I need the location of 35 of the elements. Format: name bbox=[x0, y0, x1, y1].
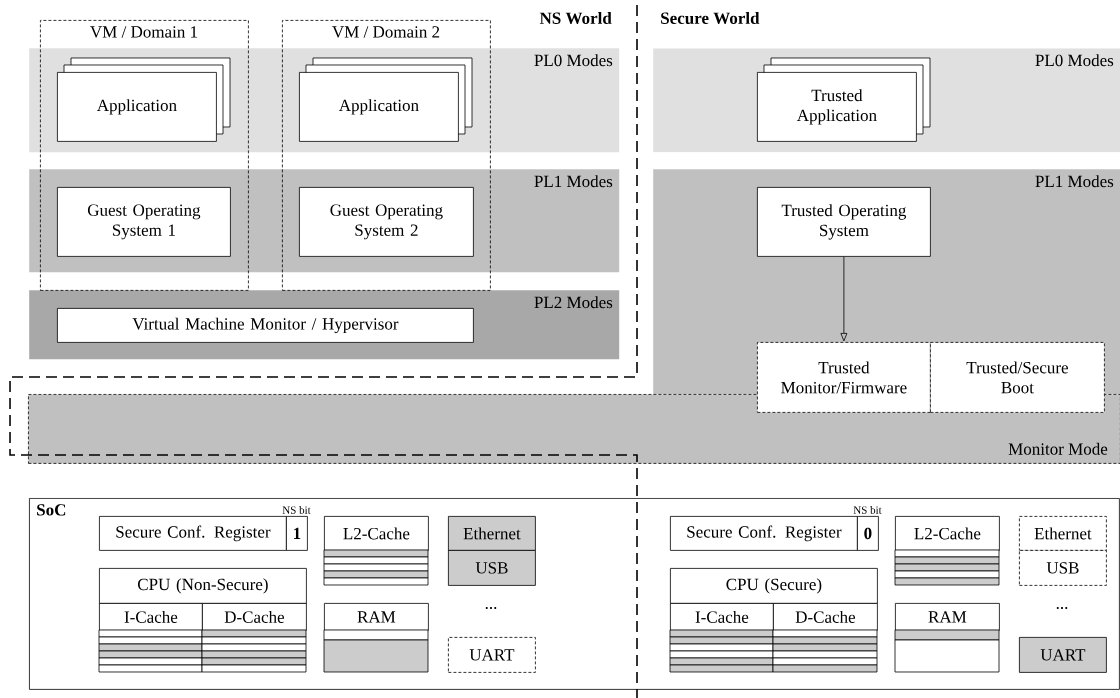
cache-box: I-Cache bbox=[669, 603, 774, 673]
ellipsis-label: ... bbox=[485, 607, 497, 609]
bit-label: NS bit bbox=[853, 506, 882, 514]
peripheral-box: Ethernet bbox=[1019, 516, 1107, 551]
application-stack: Trusted Application bbox=[757, 57, 931, 142]
monitor-mode-band: Monitor Mode bbox=[28, 394, 1120, 464]
node-label: RAM bbox=[357, 611, 396, 623]
os-box: Guest Operating System 2 bbox=[299, 187, 474, 257]
os-box: Trusted Operating System bbox=[757, 187, 931, 257]
cache-box: L2-Cache bbox=[894, 516, 1000, 586]
bit-cell: 1 bbox=[286, 516, 308, 551]
cache-box: I-Cache bbox=[98, 603, 203, 673]
memory-box: RAM bbox=[323, 603, 429, 673]
os-box: Guest Operating System 1 bbox=[57, 187, 231, 257]
node-label: RAM bbox=[928, 611, 967, 623]
boot-box: Trusted/Secure Boot bbox=[930, 342, 1105, 413]
bit-cell: 0 bbox=[857, 516, 879, 551]
cache-box: D-Cache bbox=[201, 603, 307, 673]
ellipsis-label: ... bbox=[1056, 607, 1068, 609]
cache-box: D-Cache bbox=[772, 603, 878, 673]
bit-label: NS bit bbox=[282, 506, 311, 514]
world-label: NS World bbox=[539, 11, 612, 24]
peripheral-box: UART bbox=[1019, 637, 1107, 673]
peripheral-box: Ethernet bbox=[448, 516, 536, 551]
world-label: Secure World bbox=[661, 11, 760, 24]
arrow bbox=[840, 256, 848, 342]
peripheral-box: USB bbox=[448, 550, 536, 586]
peripheral-box: UART bbox=[448, 637, 536, 673]
peripheral-box: USB bbox=[1019, 550, 1107, 586]
firmware-box: Trusted Monitor/Firmware bbox=[757, 342, 931, 413]
application-stack: Application bbox=[299, 57, 473, 142]
cache-box: L2-Cache bbox=[323, 516, 429, 586]
memory-box: RAM bbox=[894, 603, 1000, 673]
application-stack: Application bbox=[57, 57, 231, 142]
hypervisor-box: Virtual Machine Monitor / Hypervisor bbox=[57, 308, 474, 343]
